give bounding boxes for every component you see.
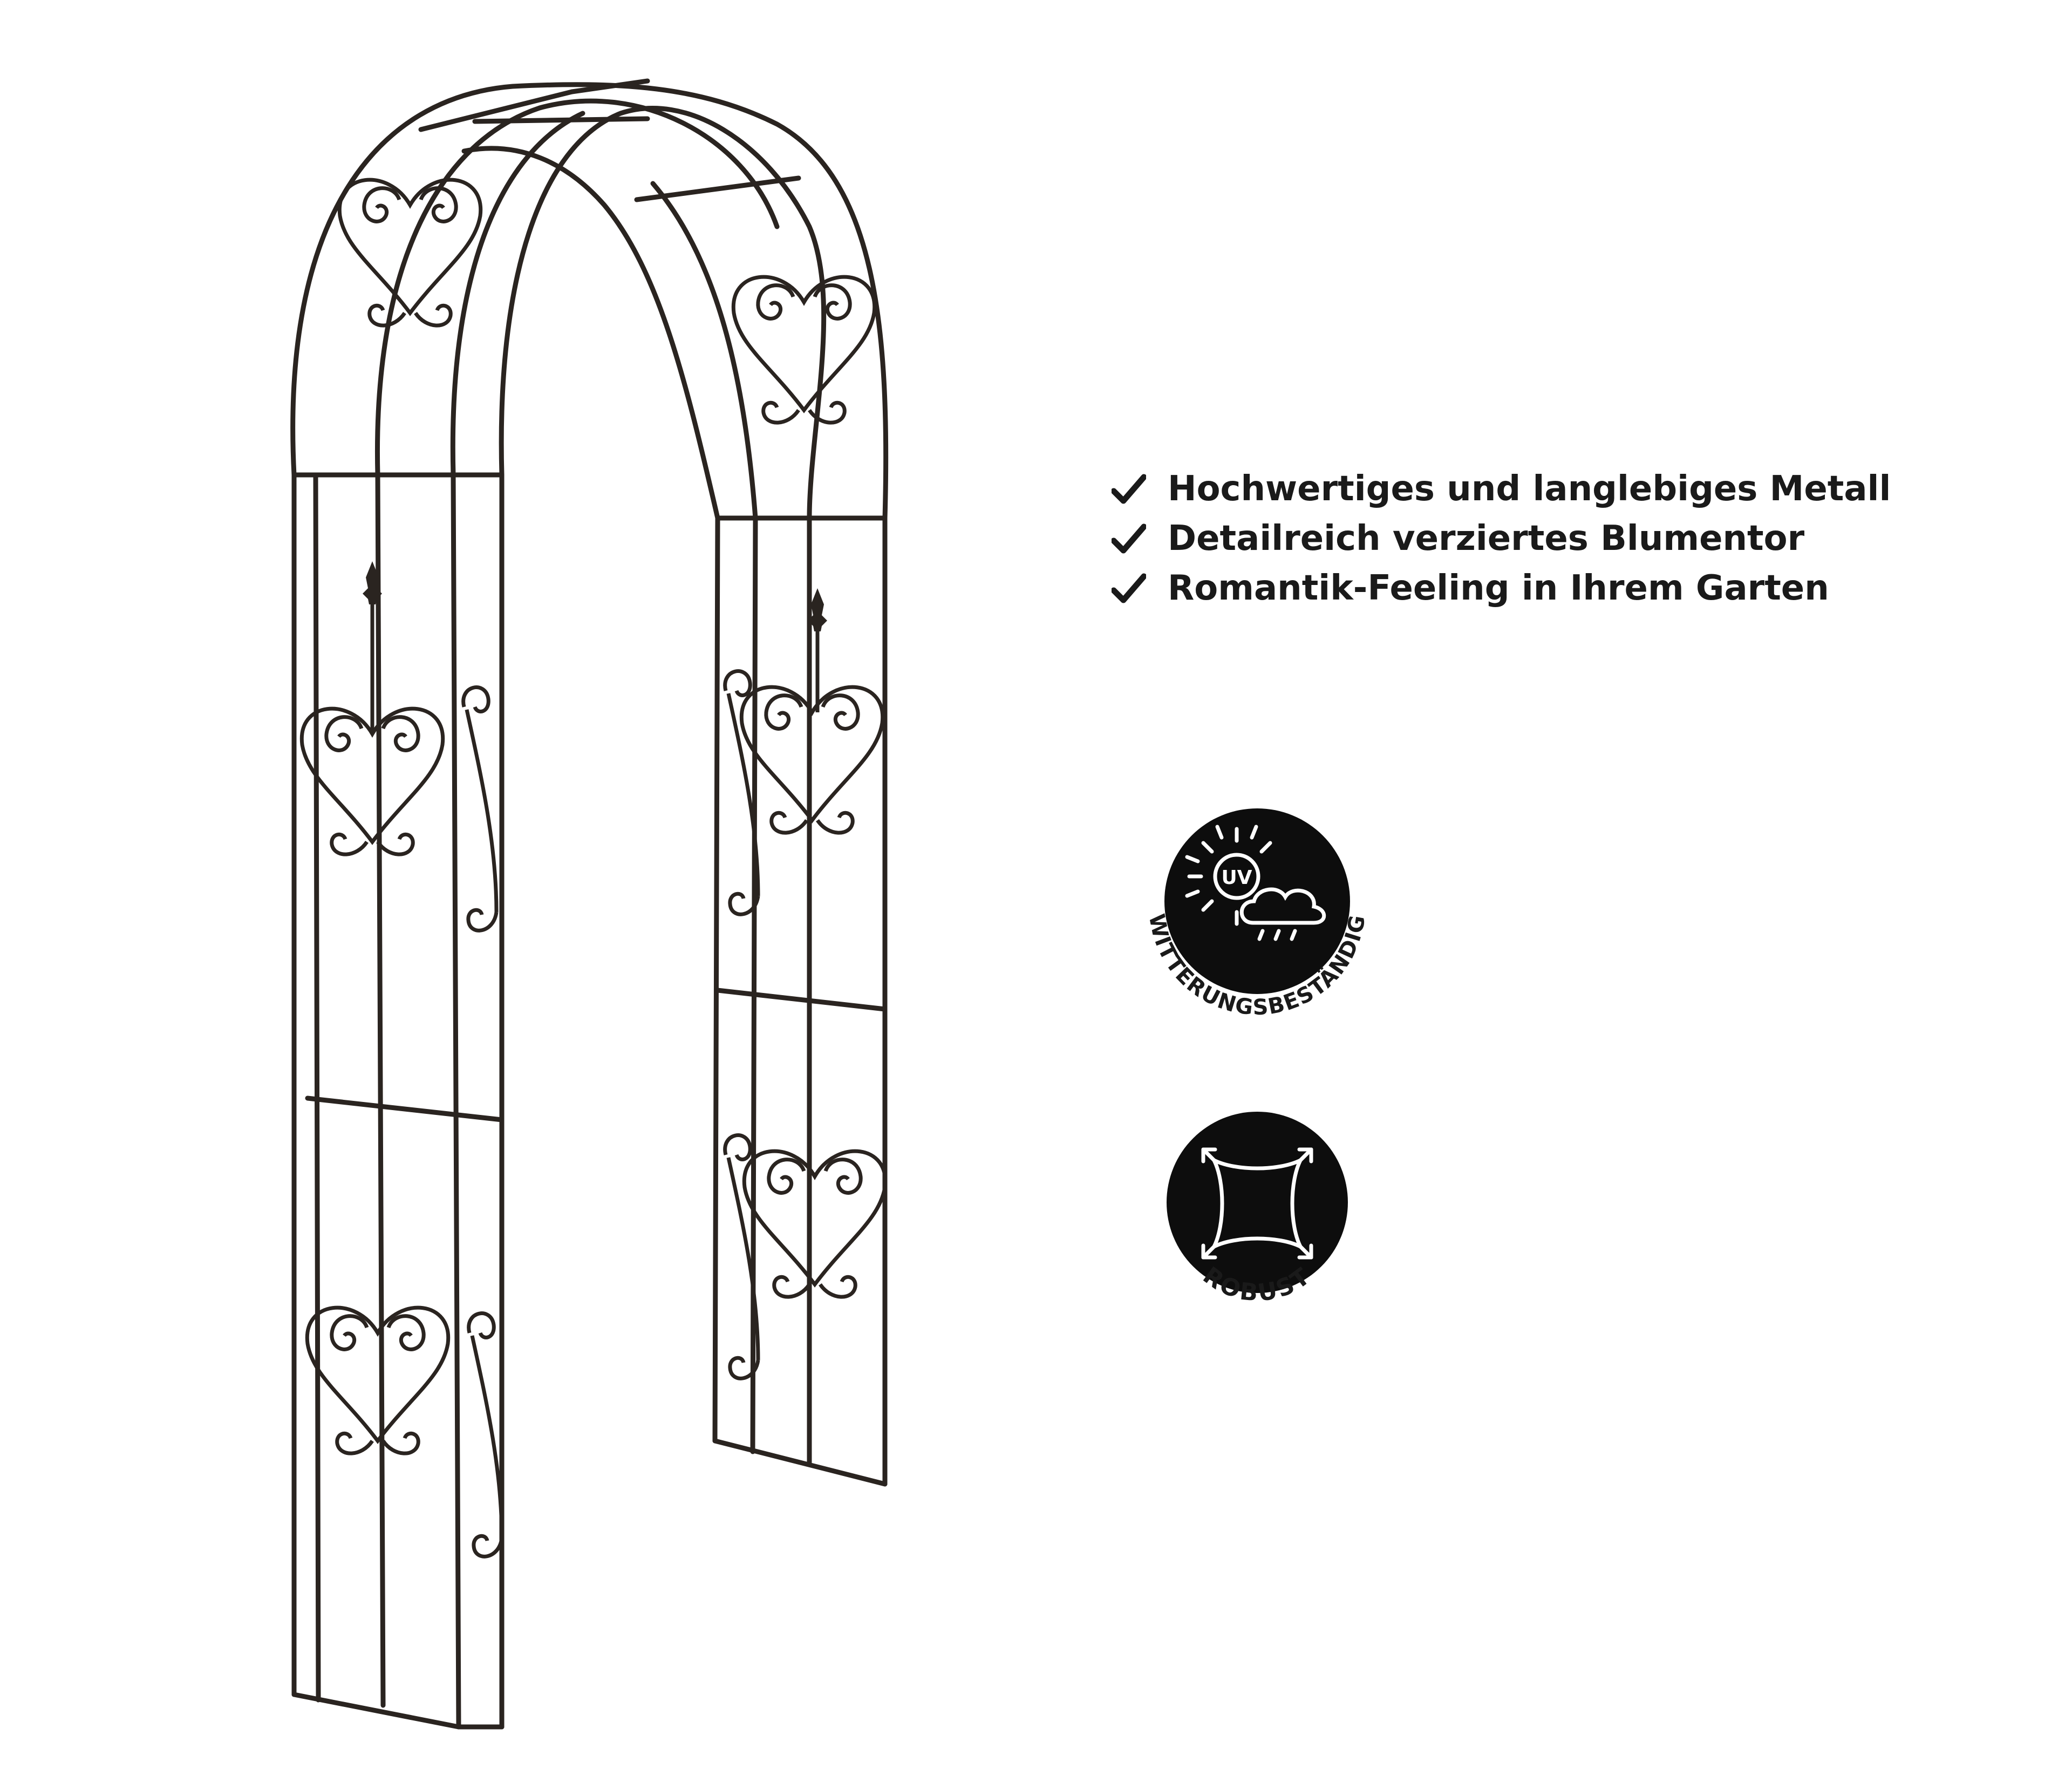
garden-arch-image xyxy=(290,78,889,1730)
feature-item: Detailreich verziertes Blumentor xyxy=(1112,514,1891,563)
checkmark-icon xyxy=(1112,523,1146,554)
feature-text: Detailreich verziertes Blumentor xyxy=(1168,519,1805,559)
robust-badge: ROBUST xyxy=(1167,1112,1348,1307)
feature-text: Hochwertiges und langlebiges Metall xyxy=(1168,469,1891,509)
feature-item: Hochwertiges und langlebiges Metall xyxy=(1112,464,1891,514)
checkmark-icon xyxy=(1112,573,1146,603)
sun-cloud-rain-icon xyxy=(1185,825,1326,941)
weather-resistant-badge: UV WITTERUNGSBESTÄNDIG xyxy=(1144,808,1369,1020)
feature-list: Hochwertiges und langlebiges Metall Deta… xyxy=(1112,464,1891,613)
robust-stretch-icon xyxy=(1201,1147,1313,1260)
checkmark-icon xyxy=(1112,474,1146,504)
uv-label: UV xyxy=(1221,867,1252,889)
feature-item: Romantik-Feeling in Ihrem Garten xyxy=(1112,563,1891,613)
feature-text: Romantik-Feeling in Ihrem Garten xyxy=(1168,568,1829,608)
badge-circle xyxy=(1167,1112,1348,1293)
